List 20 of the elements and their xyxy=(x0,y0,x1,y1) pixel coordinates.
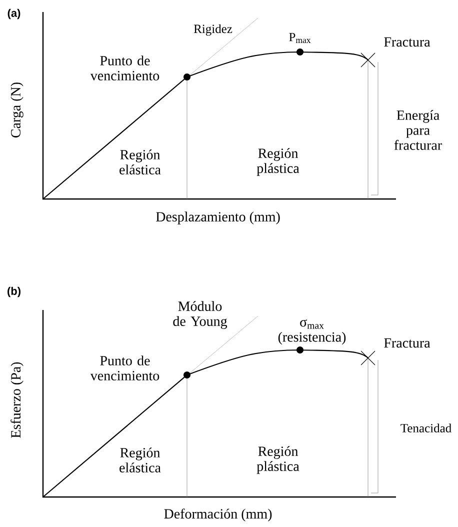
point-label: Fractura xyxy=(384,37,430,47)
axis-annotation: Módulo de Young xyxy=(173,301,228,329)
axis-title: Desplazamiento (mm) xyxy=(156,212,280,224)
panel-letter: (a) xyxy=(8,8,20,20)
point-label: Fractura xyxy=(384,338,430,348)
region-label: Región elástica xyxy=(120,150,161,174)
point-label: Punto de vencimiento xyxy=(90,356,160,380)
axis-title: Carga (N) xyxy=(10,82,24,138)
point-label: Punto de vencimiento xyxy=(90,56,160,80)
point-label: σ$_{max}$ (resistencia) xyxy=(278,319,346,345)
region-label: Energía para fracturar xyxy=(394,110,442,150)
axis-annotation: P$_{max}$ xyxy=(289,32,311,44)
region-label: Región elástica xyxy=(120,448,161,472)
region-label: Región plástica xyxy=(256,446,300,474)
axis-title: Deformación (mm) xyxy=(164,508,272,522)
panel-letter: (b) xyxy=(8,286,20,298)
axis-annotation: Rigidez xyxy=(194,24,232,36)
region-label: Región plástica xyxy=(256,148,300,176)
region-label: Tenacidad xyxy=(400,424,452,432)
axis-title: Esfuerzo (Pa) xyxy=(10,362,24,438)
